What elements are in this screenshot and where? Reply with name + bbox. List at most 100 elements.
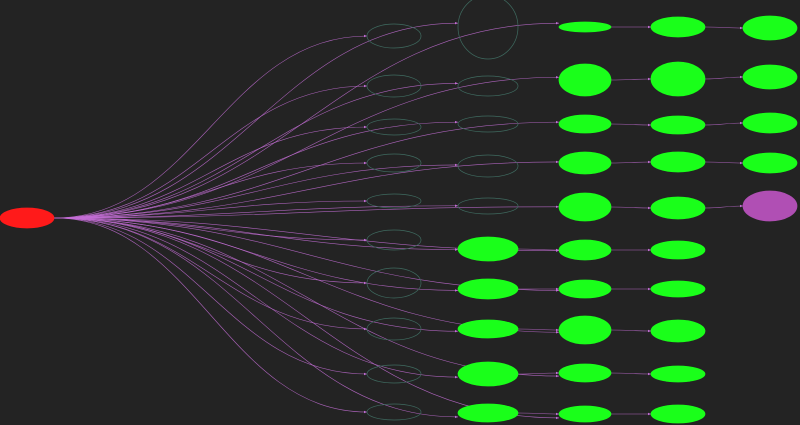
graph-node-c5n4[interactable] <box>742 152 798 174</box>
node-shape <box>650 319 706 343</box>
edge-arrowhead <box>364 199 367 203</box>
graph-node-c5n1[interactable] <box>742 15 798 41</box>
graph-node-c5n2[interactable] <box>742 64 798 90</box>
node-shape <box>742 190 798 222</box>
edge-c3n5-c4n5 <box>610 206 652 209</box>
graph-node-c2n9[interactable] <box>457 361 519 387</box>
edge-arrowhead <box>455 330 458 333</box>
graph-node-c4n9[interactable] <box>650 365 706 383</box>
graph-node-c3n7[interactable] <box>558 279 612 299</box>
edge-root-c1n9 <box>53 217 368 375</box>
graph-node-c3n10[interactable] <box>558 405 612 423</box>
edge-c3n2-c4n2 <box>610 78 652 81</box>
edge-arrowhead <box>455 204 458 207</box>
edge-arrowhead <box>648 160 651 164</box>
node-shape <box>457 115 519 133</box>
edge-arrowhead <box>364 372 367 376</box>
edge-arrowhead <box>556 248 559 252</box>
graph-node-c5n5[interactable] <box>742 190 798 222</box>
edge-root-c1n1 <box>53 35 368 219</box>
edge-root-c2n4 <box>53 164 459 219</box>
graph-node-c2n4[interactable] <box>457 154 519 178</box>
graph-node-c2n1[interactable] <box>457 0 519 60</box>
graph-node-c2n2[interactable] <box>457 75 519 97</box>
graph-node-c3n3[interactable] <box>558 114 612 134</box>
node-shape <box>457 197 519 215</box>
graph-node-c3n9[interactable] <box>558 363 612 383</box>
edge-arrowhead <box>740 26 743 30</box>
edge-c3n3-c4n3 <box>610 123 652 126</box>
graph-node-c2n5[interactable] <box>457 197 519 215</box>
node-shape <box>558 151 612 175</box>
graph-node-c4n2[interactable] <box>650 61 706 97</box>
edge-arrowhead <box>556 160 559 164</box>
edge-arrowhead <box>740 204 743 208</box>
edge-arrowhead <box>556 331 559 334</box>
node-shape <box>457 154 519 178</box>
graph-node-c3n2[interactable] <box>558 63 612 97</box>
graph-node-c4n3[interactable] <box>650 115 706 135</box>
edge-arrowhead <box>455 163 458 167</box>
graph-node-c5n3[interactable] <box>742 112 798 134</box>
node-shape <box>558 192 612 222</box>
edge-arrowhead <box>648 329 651 333</box>
node-shape <box>366 317 422 341</box>
node-shape <box>366 364 422 384</box>
graph-node-c3n5[interactable] <box>558 192 612 222</box>
graph-node-c4n6[interactable] <box>650 240 706 260</box>
edge-arrowhead <box>556 328 559 332</box>
edge-root-c3n1 <box>53 22 560 219</box>
graph-node-c1n10[interactable] <box>366 403 422 421</box>
node-shape <box>650 280 706 298</box>
graph-node-c3n1[interactable] <box>558 21 612 33</box>
graph-node-c1n6[interactable] <box>366 229 422 251</box>
graph-node-c3n6[interactable] <box>558 239 612 261</box>
graph-node-c1n9[interactable] <box>366 364 422 384</box>
graph-node-c4n4[interactable] <box>650 151 706 173</box>
graph-node-c4n7[interactable] <box>650 280 706 298</box>
graph-node-c1n1[interactable] <box>366 23 422 49</box>
graph-node-c4n10[interactable] <box>650 404 706 424</box>
graph-node-c4n8[interactable] <box>650 319 706 343</box>
graph-node-c1n7[interactable] <box>366 267 422 299</box>
graph-node-c3n8[interactable] <box>558 315 612 345</box>
graph-node-c1n2[interactable] <box>366 74 422 98</box>
graph-node-c2n3[interactable] <box>457 115 519 133</box>
edge-root-c3n3 <box>53 121 560 219</box>
edge-arrowhead <box>455 21 458 25</box>
graph-node-c2n8[interactable] <box>457 319 519 339</box>
edge-layer <box>53 21 744 420</box>
node-shape <box>650 61 706 97</box>
node-shape <box>650 365 706 383</box>
graph-node-c2n7[interactable] <box>457 278 519 300</box>
edge-root-c2n10 <box>53 217 459 418</box>
edge-arrowhead <box>364 84 367 88</box>
graph-node-c4n1[interactable] <box>650 16 706 38</box>
edge-arrowhead <box>648 206 651 210</box>
edge-arrowhead <box>556 21 559 25</box>
node-shape <box>650 115 706 135</box>
node-shape <box>366 118 422 136</box>
edge-arrowhead <box>648 372 651 376</box>
graph-node-root[interactable] <box>0 207 55 229</box>
node-shape <box>457 0 519 60</box>
edge-arrowhead <box>455 289 458 292</box>
graph-node-c1n5[interactable] <box>366 193 422 209</box>
graph-node-c3n4[interactable] <box>558 151 612 175</box>
edge-arrowhead <box>455 375 458 379</box>
edge-arrowhead <box>648 287 651 291</box>
edge-arrowhead <box>364 410 367 414</box>
edge-root-c2n2 <box>53 83 459 219</box>
node-shape <box>650 404 706 424</box>
graph-node-c2n6[interactable] <box>457 236 519 262</box>
edge-arrowhead <box>455 415 458 419</box>
graph-node-c1n4[interactable] <box>366 153 422 173</box>
edge-root-c3n5 <box>53 206 560 219</box>
graph-node-c2n10[interactable] <box>457 403 519 423</box>
graph-node-c4n5[interactable] <box>650 196 706 220</box>
node-shape <box>558 63 612 97</box>
graph-node-c1n8[interactable] <box>366 317 422 341</box>
graph-node-c1n3[interactable] <box>366 118 422 136</box>
edge-c4n5-c5n5 <box>704 205 744 209</box>
